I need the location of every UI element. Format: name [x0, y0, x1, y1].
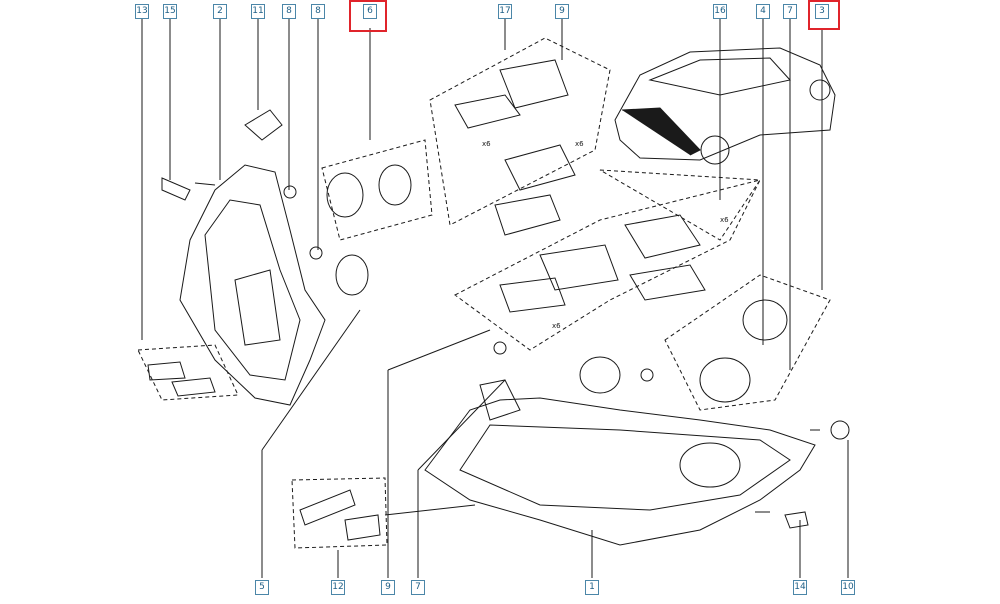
- callout-1: 1: [585, 580, 599, 595]
- callout-7-bottom: 7: [411, 580, 425, 595]
- callout-10: 10: [841, 580, 855, 595]
- callout-9-bottom: 9: [381, 580, 395, 595]
- multiplier-label: x6: [575, 140, 584, 148]
- callout-14: 14: [793, 580, 807, 595]
- callout-8a: 8: [282, 4, 296, 19]
- callout-11: 11: [251, 4, 265, 19]
- callout-17: 17: [498, 4, 512, 19]
- callout-13: 13: [135, 4, 149, 19]
- callout-4: 4: [756, 4, 770, 19]
- callout-6: 6: [363, 4, 377, 19]
- callout-8b: 8: [311, 4, 325, 19]
- multiplier-label: x6: [720, 216, 729, 224]
- callout-3: 3: [815, 4, 829, 19]
- callout-5: 5: [255, 580, 269, 595]
- callout-12: 12: [331, 580, 345, 595]
- highlight-box-6: [349, 0, 387, 32]
- multiplier-label: x6: [552, 322, 561, 330]
- callout-9: 9: [555, 4, 569, 19]
- callout-15: 15: [163, 4, 177, 19]
- highlight-box-3: [808, 0, 840, 30]
- callout-2: 2: [213, 4, 227, 19]
- callout-16: 16: [713, 4, 727, 19]
- callout-7: 7: [783, 4, 797, 19]
- multiplier-label: x6: [482, 140, 491, 148]
